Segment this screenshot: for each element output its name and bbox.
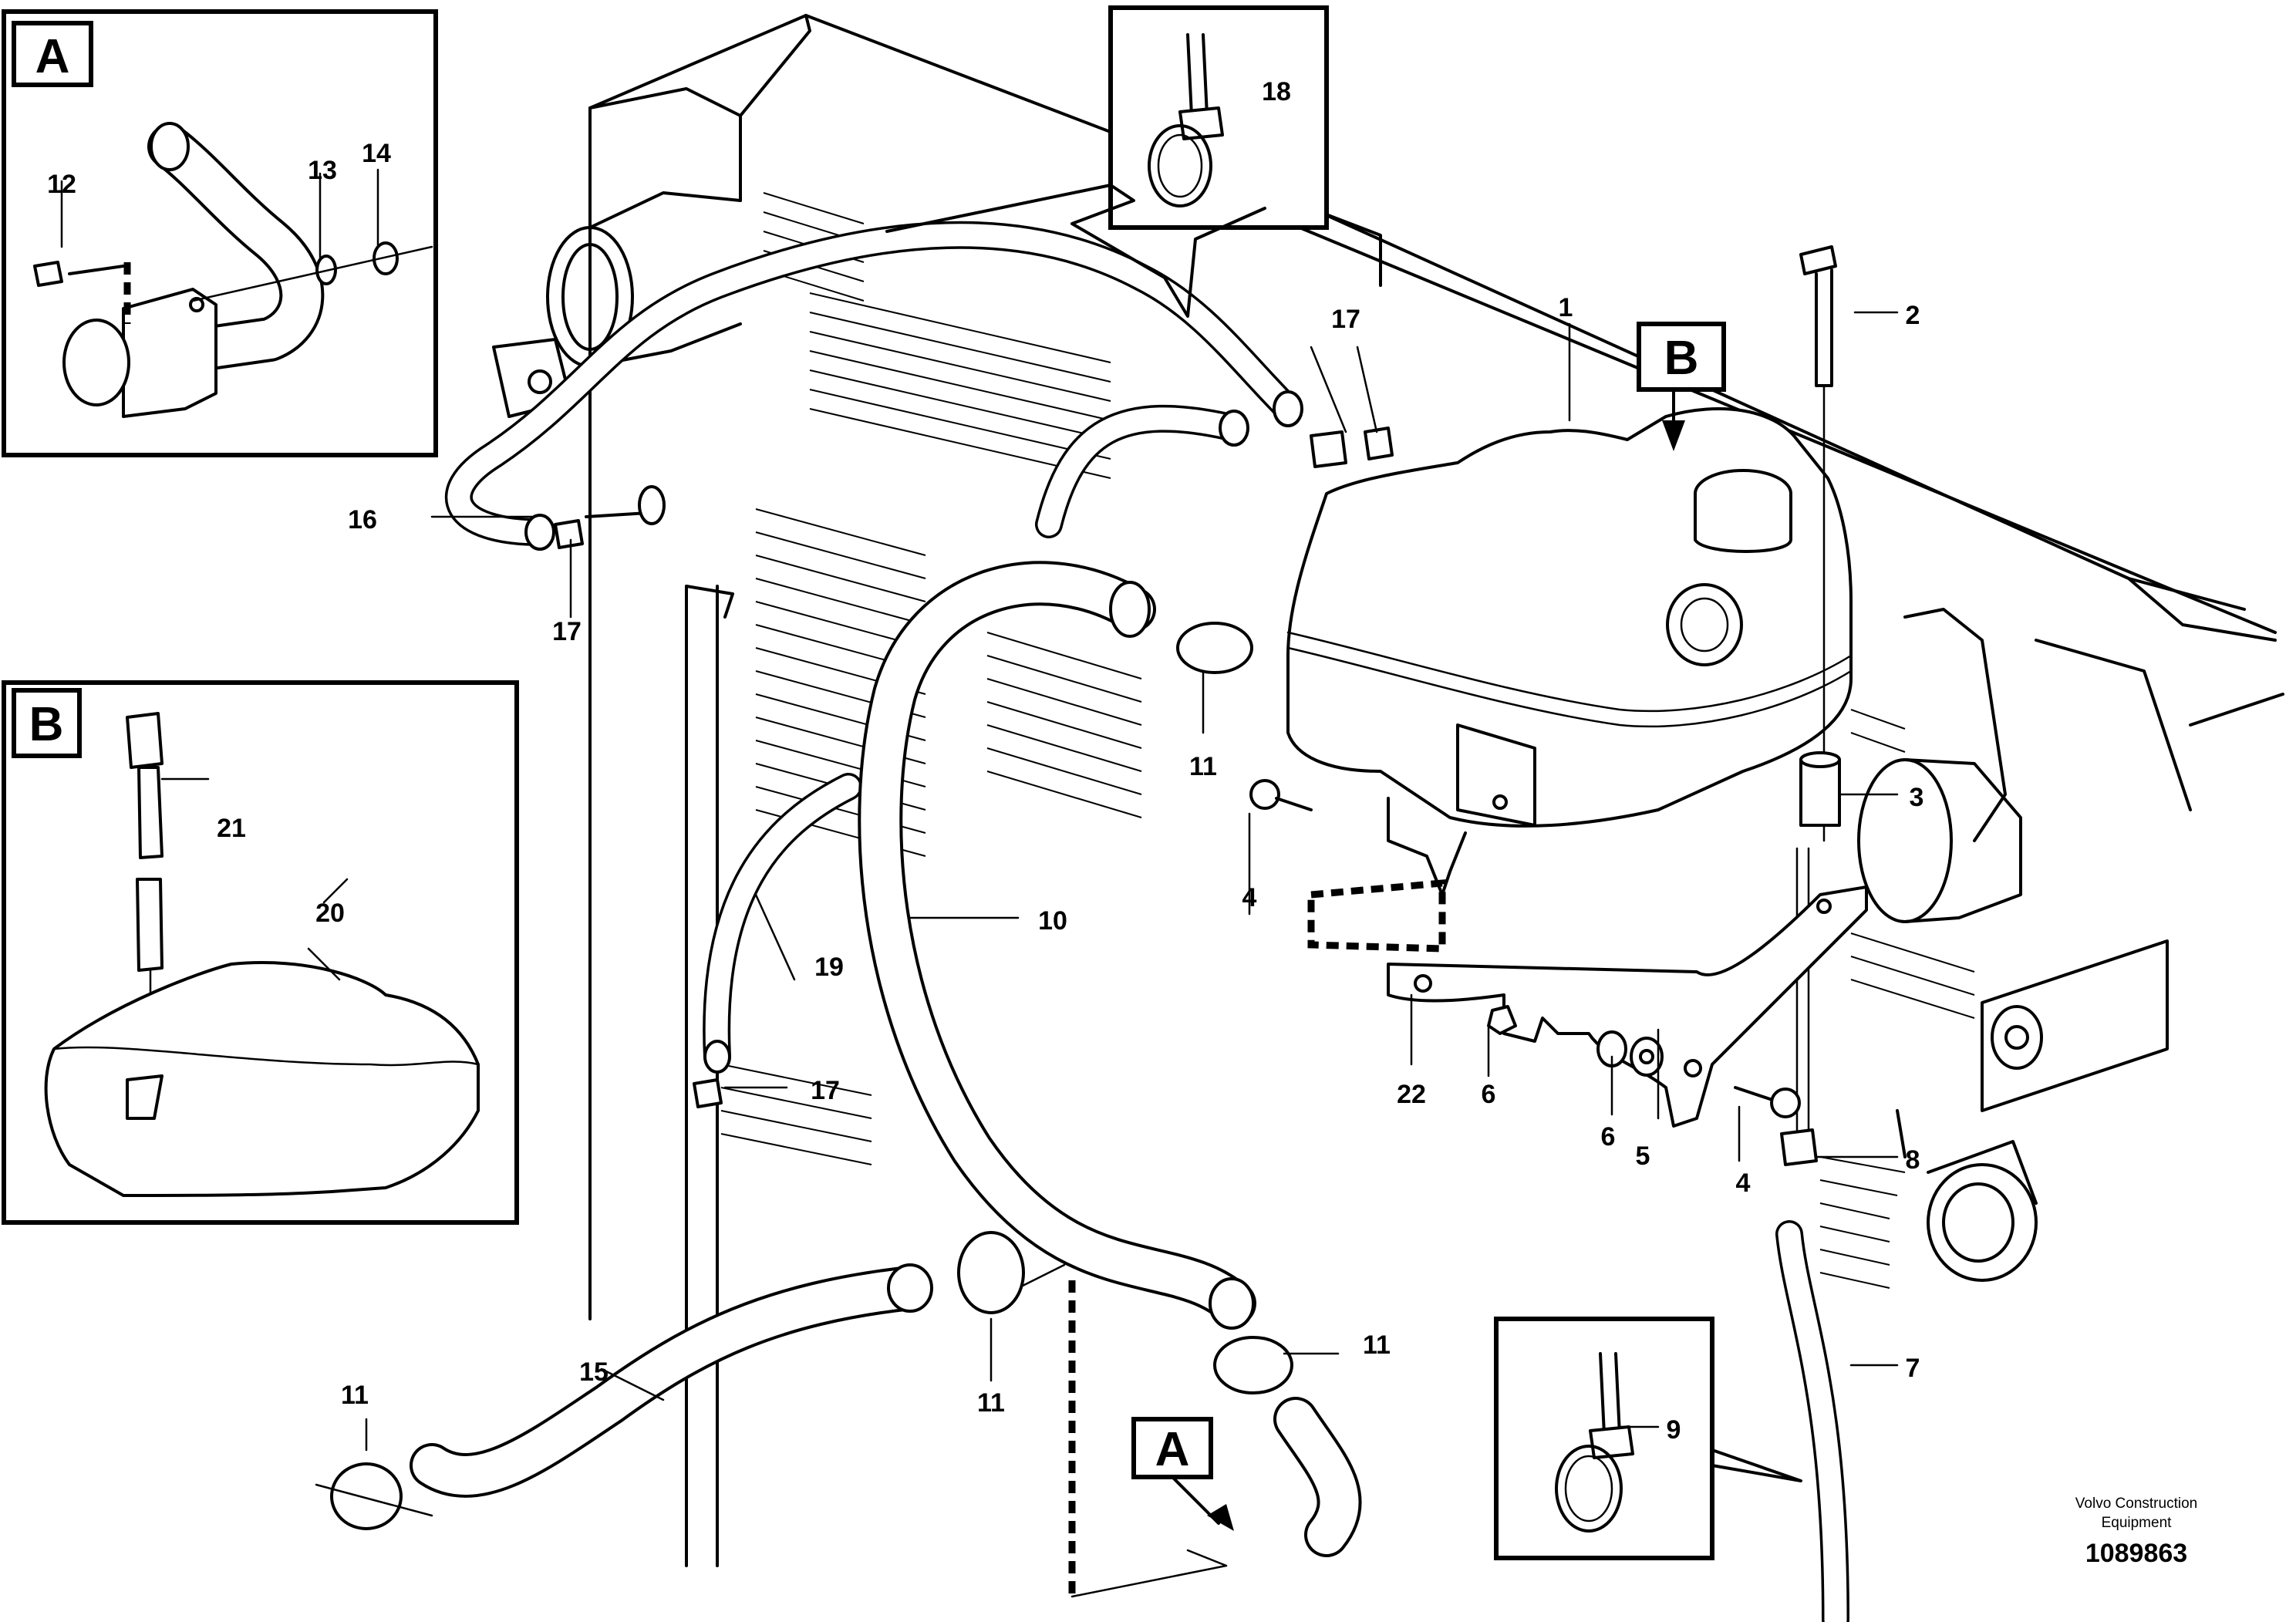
- label-10: 10: [1038, 906, 1067, 936]
- callout-a: [1131, 1417, 1234, 1531]
- part-labels: A B B A 1 2 3 4 4 5 6 6 7 8 9 10 11 11 1…: [29, 30, 1924, 1476]
- label-9: 9: [1667, 1415, 1681, 1445]
- callout-a-label: A: [1155, 1423, 1190, 1476]
- publisher-line-2: Equipment: [2102, 1515, 2173, 1531]
- label-14: 14: [362, 139, 391, 168]
- radiator-frame: [492, 14, 2284, 1567]
- label-21: 21: [217, 814, 246, 843]
- publisher-credit: Volvo Construction Equipment 1089863: [2075, 1496, 2197, 1568]
- label-15: 15: [579, 1357, 609, 1387]
- bracket-22: [1387, 797, 1868, 1128]
- label-6-washer: 6: [1601, 1122, 1616, 1152]
- label-22: 22: [1397, 1080, 1426, 1109]
- detail-a-box: [2, 9, 438, 457]
- label-17-left: 17: [552, 617, 582, 646]
- label-19: 19: [814, 953, 844, 982]
- drawing-number: 1089863: [2085, 1539, 2187, 1568]
- detail-18-box: [885, 5, 1329, 318]
- core-fins: [720, 192, 1975, 1289]
- label-18: 18: [1262, 77, 1291, 106]
- clamps-and-fasteners: [315, 245, 1841, 1530]
- leader-lines: [365, 311, 1899, 1452]
- label-16: 16: [348, 505, 377, 534]
- callout-b-label: B: [1664, 332, 1699, 385]
- label-8: 8: [1906, 1145, 1920, 1175]
- label-12: 12: [47, 170, 76, 199]
- label-17-top: 17: [1331, 305, 1360, 334]
- label-2: 2: [1906, 301, 1920, 330]
- label-6-nut: 6: [1482, 1080, 1496, 1109]
- label-11-upper: 11: [1189, 752, 1217, 781]
- label-7: 7: [1906, 1354, 1920, 1383]
- detail-b-box: [2, 680, 519, 1225]
- callout-b: [1637, 322, 1726, 451]
- label-11-left: 11: [341, 1381, 369, 1410]
- label-4-bracket: 4: [1736, 1168, 1751, 1198]
- detail-a-title: A: [35, 30, 70, 83]
- label-11-mid: 11: [977, 1388, 1005, 1418]
- label-11-right: 11: [1363, 1330, 1391, 1360]
- detail-9-box: [1494, 1317, 1802, 1560]
- expansion-tank: [1286, 407, 1853, 828]
- publisher-line-1: Volvo Construction: [2075, 1496, 2197, 1512]
- label-1: 1: [1559, 293, 1573, 322]
- label-5: 5: [1636, 1141, 1650, 1171]
- label-17-lower: 17: [811, 1076, 840, 1105]
- label-3: 3: [1910, 783, 1924, 812]
- label-20: 20: [315, 899, 345, 928]
- label-13: 13: [308, 156, 337, 185]
- detail-b-title: B: [29, 698, 64, 751]
- dashed-attachment-lines: [1307, 879, 1446, 953]
- label-4-tank: 4: [1242, 883, 1257, 912]
